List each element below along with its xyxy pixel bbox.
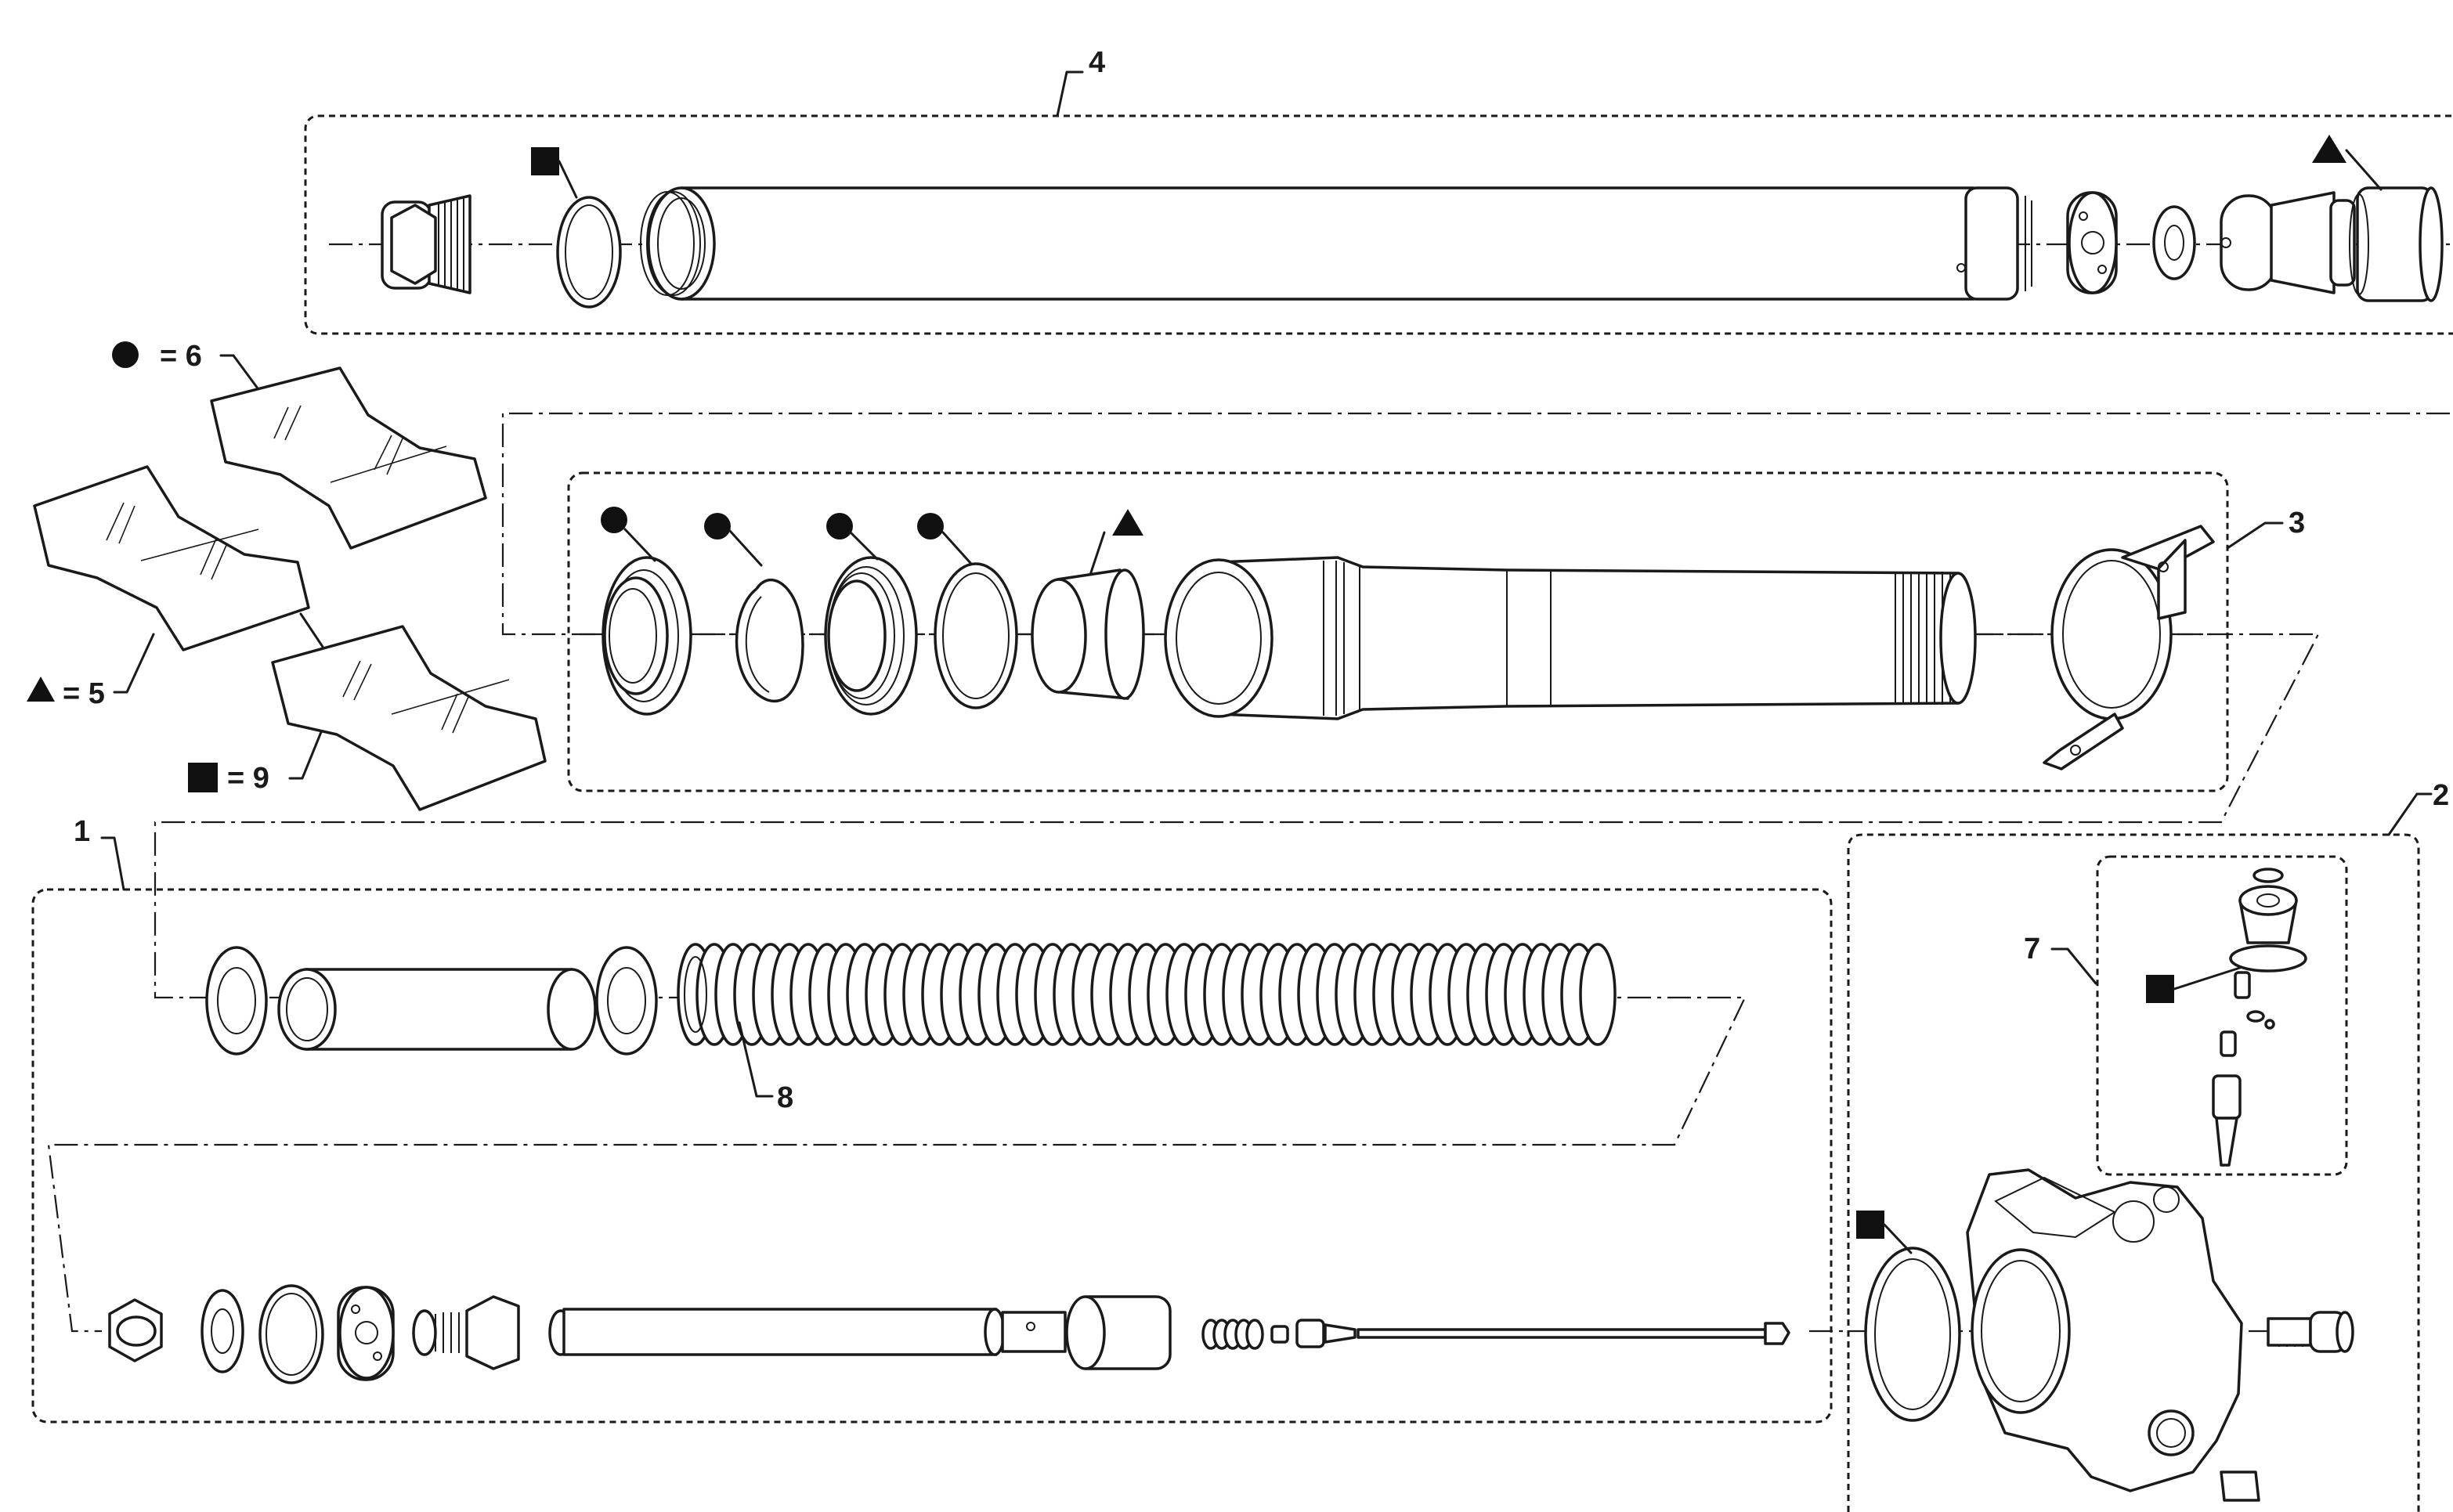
group-2-callout: 2 — [2433, 779, 2449, 812]
group-3-leader — [2226, 521, 2284, 550]
upper-tube — [640, 186, 2032, 301]
guide-bushing — [1031, 568, 1145, 700]
group-7-dashed-box — [2096, 855, 2348, 1176]
pinch-bolt — [2267, 1311, 2354, 1353]
group-4-callout: 4 — [1089, 46, 1105, 79]
group-1-dashed-box — [31, 888, 1833, 1424]
foot-o-ring — [1864, 1247, 1961, 1422]
o-ring-cap — [556, 196, 622, 309]
fork-spring — [677, 943, 1617, 1046]
adjuster-components — [1201, 1319, 1790, 1350]
damper-rod — [548, 1308, 1067, 1356]
preload-spacer-set — [205, 946, 658, 1056]
dust-seal — [602, 556, 692, 716]
oil-seal — [824, 556, 918, 716]
square-marker — [531, 147, 559, 175]
fork-foot-casting — [1966, 1168, 2260, 1502]
group-3-outer-path — [154, 412, 2450, 999]
legend-kit-9-label: = 9 — [227, 762, 269, 795]
triangle-marker — [2312, 135, 2346, 163]
top-bushing — [2349, 186, 2444, 302]
circlip — [735, 579, 804, 703]
rebound-parts — [108, 1284, 520, 1384]
rod-guide-bushing — [1065, 1295, 1172, 1370]
spring-callout: 8 — [777, 1081, 793, 1114]
brake-line-clamp — [2043, 525, 2215, 770]
spring-end-inner — [684, 956, 707, 1033]
legend-kit-6-label: = 6 — [160, 340, 202, 373]
slider-tube — [1164, 556, 1977, 720]
group-7-callout: 7 — [2024, 933, 2040, 965]
kit-bag-9 — [271, 625, 547, 811]
group-1-leader — [100, 836, 125, 891]
group-7-leader — [2050, 947, 2097, 985]
group-1-damper-cartridge: 1 8 — [31, 815, 1833, 1424]
seal-kit-legend: = 6 = 5 = 9 — [27, 340, 547, 811]
group-1-callout: 1 — [74, 815, 90, 848]
group-4-dashed-box — [304, 114, 2453, 335]
spring-coil — [1579, 943, 1617, 1046]
group-3-seals-and-slider: 3 — [154, 412, 2450, 999]
compression-valve-parts — [2066, 191, 2356, 294]
backup-washer — [934, 562, 1018, 709]
group-3-callout: 3 — [2289, 507, 2305, 539]
group-2-fork-foot: 2 7 — [1809, 779, 2449, 1512]
kit-bag-6 — [210, 366, 487, 550]
group-3-dashed-box — [567, 471, 2229, 792]
group-2-leader — [2387, 792, 2433, 836]
kit-bag-5 — [33, 465, 310, 651]
cap-valve-assembly — [2212, 868, 2307, 1167]
group-4-leader — [1056, 70, 1084, 117]
legend-kit-5-label: = 5 — [63, 677, 105, 710]
legend-triangle-symbol — [27, 677, 55, 702]
group-4-upper-tube-assembly: 4 — [304, 46, 2453, 335]
group-2-dashed-box — [1847, 833, 2420, 1512]
legend-square-symbol — [188, 763, 218, 792]
spring-leader — [738, 1021, 774, 1098]
legend-circle-symbol — [112, 341, 139, 368]
top-cap — [381, 194, 471, 294]
